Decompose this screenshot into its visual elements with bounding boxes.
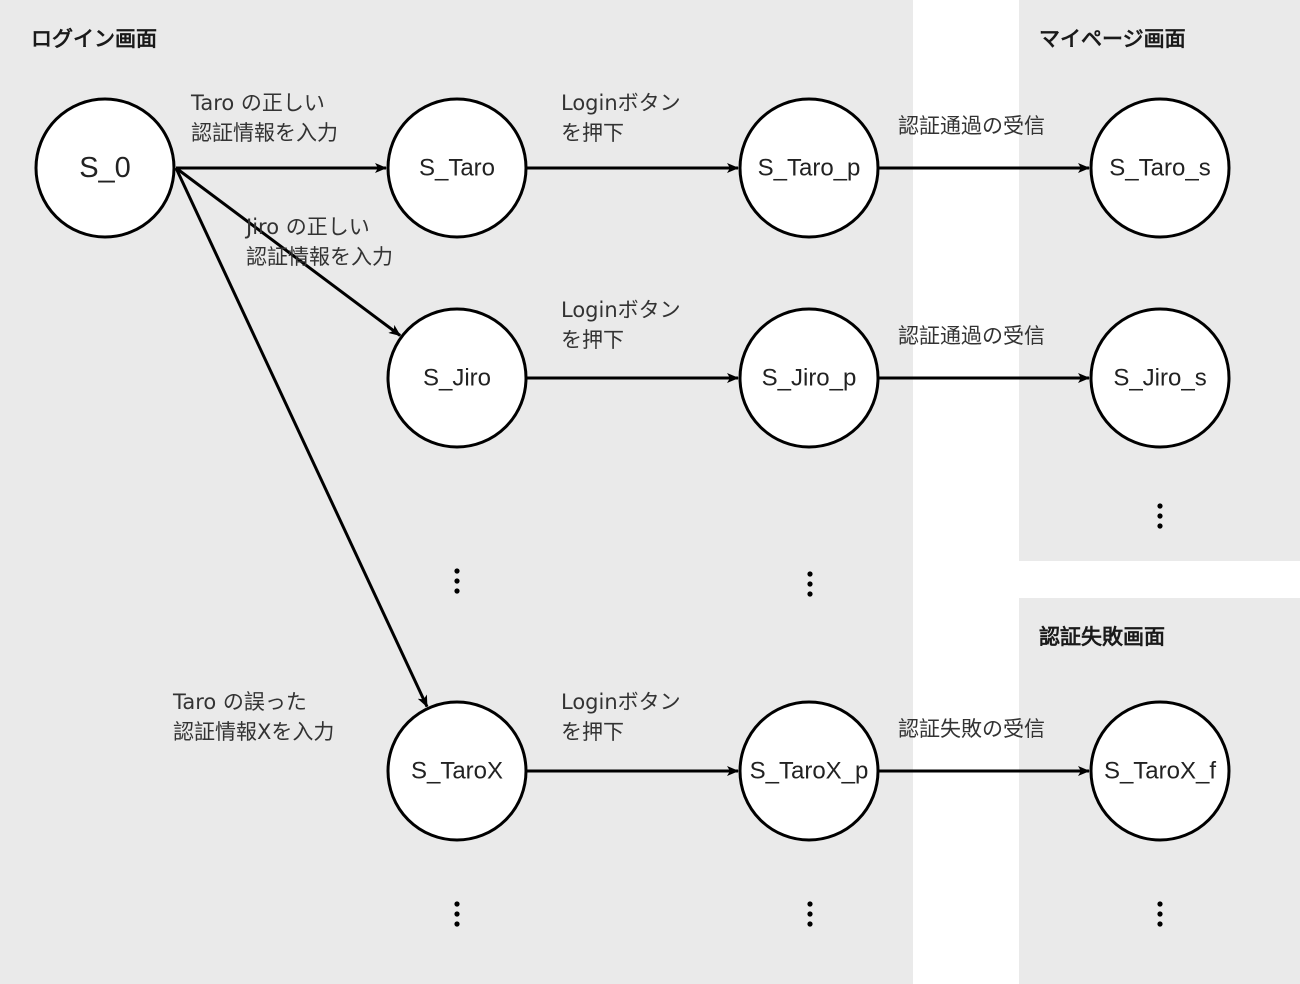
edge-label-line: を押下	[561, 121, 624, 145]
ellipsis-dot	[1157, 513, 1163, 519]
vertical-ellipsis-icon	[1157, 503, 1163, 529]
edge-label-s-0-to-s-taro: Taro の正しい認証情報を入力	[191, 88, 338, 148]
ellipsis-dot	[454, 578, 460, 584]
ellipsis-dot	[454, 911, 460, 917]
edge-label-line: を押下	[561, 720, 624, 744]
edge-label-line: 認証通過の受信	[898, 324, 1045, 348]
edge-s-0-to-s-tarox	[174, 167, 429, 708]
ellipsis-dot	[454, 568, 460, 574]
ellipsis-dot	[807, 911, 813, 917]
vertical-ellipsis-icon	[807, 901, 813, 927]
ellipsis-dot	[454, 901, 460, 907]
ellipsis-dot	[1157, 523, 1163, 529]
edge-label-line: Loginボタン	[561, 298, 681, 322]
edge-label-line: 認証失敗の受信	[898, 717, 1045, 741]
state-node-s-jiro-p: S_Jiro_p	[738, 307, 880, 449]
state-circle	[738, 307, 880, 449]
edge-label-line: Loginボタン	[561, 91, 681, 115]
vertical-ellipsis-icon	[807, 571, 813, 597]
edge-arrow	[175, 166, 402, 337]
state-label: S_Jiro_s	[1113, 365, 1206, 392]
edge-label-line: 認証情報を入力	[246, 245, 393, 269]
edge-label-line: Taro の誤った	[173, 690, 307, 714]
state-circle	[386, 700, 528, 842]
ellipsis-dot	[807, 591, 813, 597]
ellipsis-dot	[807, 901, 813, 907]
state-circle	[34, 97, 176, 239]
state-circle	[1089, 97, 1231, 239]
edge-label-s-tarox-p-to-s-tarox-f: 認証失敗の受信	[898, 714, 1045, 744]
state-label: S_TaroX_f	[1104, 758, 1216, 785]
edge-label-s-0-to-s-jiro: Jiro の正しい認証情報を入力	[246, 212, 393, 272]
state-label: S_Taro_p	[758, 155, 861, 182]
region-title-login: ログイン画面	[31, 27, 157, 51]
state-circle	[738, 97, 880, 239]
edge-label-line: 認証情報を入力	[191, 121, 338, 145]
state-circle	[1089, 307, 1231, 449]
edge-label-s-0-to-s-tarox: Taro の誤った認証情報Xを入力	[173, 687, 334, 747]
region-mypage-screen: マイページ画面	[1019, 0, 1300, 561]
region-title-mypage: マイページ画面	[1039, 27, 1186, 51]
edge-label-s-jiro-to-s-jiro-p: Loginボタンを押下	[561, 295, 681, 355]
ellipsis-dot	[807, 581, 813, 587]
edge-label-line: Loginボタン	[561, 690, 681, 714]
state-node-s-jiro-s: S_Jiro_s	[1089, 307, 1231, 449]
edge-label-s-taro-to-s-taro-p: Loginボタンを押下	[561, 88, 681, 148]
ellipsis-dot	[1157, 503, 1163, 509]
ellipsis-dot	[1157, 901, 1163, 907]
vertical-ellipsis-icon	[454, 901, 460, 927]
edge-s-0-to-s-jiro	[175, 166, 402, 337]
edge-label-s-taro-p-to-s-taro-s: 認証通過の受信	[898, 111, 1045, 141]
edge-label-line: 認証通過の受信	[898, 114, 1045, 138]
state-circle	[1089, 700, 1231, 842]
vertical-ellipsis-icon	[454, 568, 460, 594]
state-node-s-taro-p: S_Taro_p	[738, 97, 880, 239]
edge-label-s-tarox-to-s-tarox-p: Loginボタンを押下	[561, 687, 681, 747]
state-node-s-tarox-f: S_TaroX_f	[1089, 700, 1231, 842]
edge-arrow	[174, 167, 429, 708]
state-node-s-taro-s: S_Taro_s	[1089, 97, 1231, 239]
state-label: S_TaroX_p	[750, 758, 869, 785]
edge-label-line: 認証情報Xを入力	[173, 720, 335, 744]
state-label: S_Jiro_p	[762, 365, 857, 392]
state-node-s-tarox: S_TaroX	[386, 700, 528, 842]
state-circle	[386, 307, 528, 449]
ellipsis-dot	[807, 921, 813, 927]
ellipsis-dot	[807, 571, 813, 577]
state-node-s-jiro: S_Jiro	[386, 307, 528, 449]
state-node-s-0: S_0	[34, 97, 176, 239]
edge-label-line: Taro の正しい	[191, 91, 325, 115]
ellipsis-dot	[454, 921, 460, 927]
state-circle	[386, 97, 528, 239]
ellipsis-dot	[1157, 911, 1163, 917]
ellipsis-dot	[454, 588, 460, 594]
edge-label-s-jiro-p-to-s-jiro-s: 認証通過の受信	[898, 321, 1045, 351]
state-label: S_Taro	[419, 155, 495, 182]
ellipsis-dot	[1157, 921, 1163, 927]
state-label: S_TaroX	[411, 758, 503, 785]
vertical-ellipsis-icon	[1157, 901, 1163, 927]
state-node-s-tarox-p: S_TaroX_p	[738, 700, 880, 842]
edge-label-line: を押下	[561, 328, 624, 352]
state-label: S_0	[79, 152, 131, 184]
state-node-s-taro: S_Taro	[386, 97, 528, 239]
state-label: S_Taro_s	[1109, 155, 1210, 182]
edge-label-line: Jiro の正しい	[246, 215, 370, 239]
state-label: S_Jiro	[423, 365, 491, 392]
region-title-auth-failure: 認証失敗画面	[1039, 625, 1165, 649]
state-circle	[738, 700, 880, 842]
